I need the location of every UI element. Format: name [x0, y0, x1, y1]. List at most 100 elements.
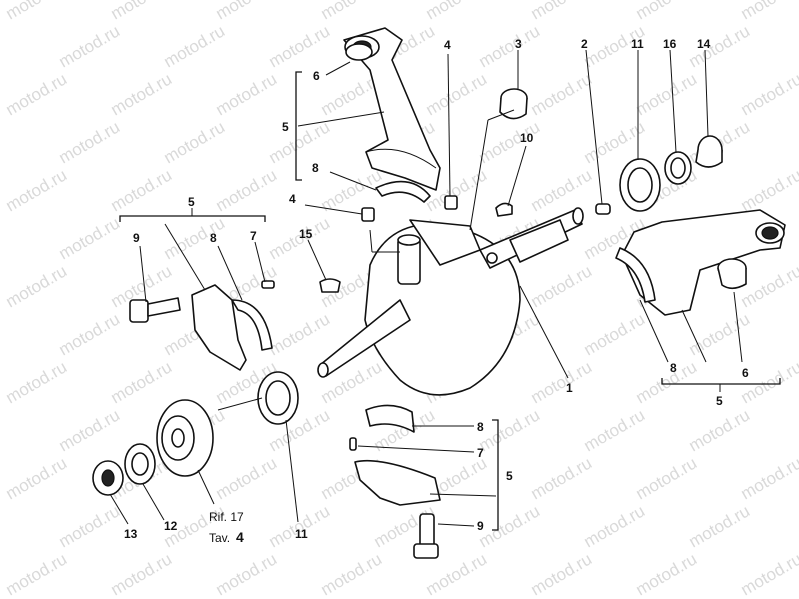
watermark-text: motod.ru — [686, 21, 754, 71]
sleeve-14 — [695, 135, 723, 168]
watermark-text: motod.ru — [423, 0, 491, 23]
watermark-text: motod.ru — [738, 69, 799, 119]
bearing-shell-8-upper — [375, 180, 431, 203]
watermark-text: motod.ru — [476, 21, 544, 71]
watermark-text: motod.ru — [161, 117, 229, 167]
watermark-text: motod.ru — [528, 261, 596, 311]
small-end-bush-6-upper — [345, 43, 373, 61]
watermark-text: motod.ru — [3, 549, 71, 599]
bolt-9-lower — [413, 513, 439, 559]
watermark-text: motod.ru — [528, 165, 596, 215]
plug-16 — [319, 278, 341, 293]
watermark-text: motod.ru — [581, 309, 649, 359]
watermark-text: motod.ru — [633, 0, 701, 23]
watermark-text: motod.ru — [266, 21, 334, 71]
watermark-text: motod.ru — [213, 453, 281, 503]
watermark-text: motod.ru — [213, 549, 281, 599]
watermark-text: motod.ru — [56, 213, 124, 263]
bolt-9-left — [129, 297, 181, 323]
watermark-text: motod.ru — [161, 21, 229, 71]
watermark-text: motod.ru — [318, 0, 386, 23]
watermark-text: motod.ru — [108, 357, 176, 407]
watermark-text: motod.ru — [213, 165, 281, 215]
label-8-left: 8 — [210, 231, 217, 245]
watermark-text: motod.ru — [633, 453, 701, 503]
washer-12 — [124, 443, 156, 485]
label-7-lower: 7 — [477, 446, 484, 460]
bush-3 — [499, 88, 528, 120]
label-8-right: 8 — [670, 361, 677, 375]
watermark-text: motod.ru — [528, 453, 596, 503]
reference-rif: Rif. 17 — [209, 510, 244, 524]
watermark-text: motod.ru — [528, 0, 596, 23]
watermark-text: motod.ru — [161, 213, 229, 263]
label-8-lower: 8 — [477, 420, 484, 434]
label-5-left: 5 — [188, 195, 195, 209]
watermark-text: motod.ru — [738, 357, 799, 407]
label-4-top: 4 — [444, 38, 451, 52]
thrust-washer-11-right — [619, 158, 661, 212]
reference-tav-number: 4 — [236, 529, 244, 545]
watermark-text: motod.ru — [56, 117, 124, 167]
watermark-text: motod.ru — [108, 69, 176, 119]
watermark-text: motod.ru — [633, 357, 701, 407]
watermark-text: motod.ru — [108, 549, 176, 599]
watermark-text: motod.ru — [56, 405, 124, 455]
watermark-text: motod.ru — [476, 501, 544, 551]
rod-cap-lower — [354, 459, 441, 506]
small-end-bush-6-lower — [717, 258, 747, 290]
watermark-text: motod.ru — [3, 165, 71, 215]
watermark-text: motod.ru — [738, 549, 799, 599]
watermark-text: motod.ru — [738, 453, 799, 503]
watermark-text: motod.ru — [581, 405, 649, 455]
label-5-right: 5 — [716, 394, 723, 408]
label-14: 14 — [697, 37, 711, 51]
watermark-text: motod.ru — [56, 309, 124, 359]
label-10: 10 — [520, 131, 534, 145]
nut-13 — [92, 460, 124, 496]
label-9-left: 9 — [133, 231, 140, 245]
watermark-text: motod.ru — [318, 549, 386, 599]
watermark-text: motod.ru — [528, 69, 596, 119]
watermark-text: motod.ru — [686, 501, 754, 551]
label-3: 3 — [515, 37, 522, 51]
label-15: 16 — [663, 37, 677, 51]
watermark-text: motod.ru — [3, 261, 71, 311]
watermark-text: motod.ru — [266, 309, 334, 359]
label-11-right: 11 — [631, 37, 644, 51]
connecting-rod-lower-right — [621, 209, 786, 316]
bearing-shell-8-right — [615, 247, 656, 303]
reference-tav-prefix: Tav. — [209, 531, 230, 545]
watermark-text: motod.ru — [423, 69, 491, 119]
watermark-text: motod.ru — [581, 501, 649, 551]
plug-10 — [495, 202, 513, 217]
watermark-text: motod.ru — [213, 69, 281, 119]
watermark-text: motod.ru — [738, 0, 799, 23]
label-6-upper: 6 — [313, 69, 320, 83]
label-2: 2 — [581, 37, 588, 51]
part-labels: 6 5 8 4 3 10 2 11 16 14 4 15 5 9 8 7 1 8… — [124, 37, 749, 545]
pin-7-lower — [349, 437, 357, 451]
label-5-lower: 5 — [506, 469, 513, 483]
watermark-text: motod.ru — [633, 69, 701, 119]
watermark-text: motod.ru — [3, 0, 71, 23]
label-6-right: 6 — [742, 366, 749, 380]
label-13: 13 — [124, 527, 138, 541]
watermark-text: motod.ru — [633, 549, 701, 599]
crankshaft — [317, 207, 584, 396]
ring-15 — [664, 151, 692, 185]
label-4-left: 4 — [289, 192, 296, 206]
watermark-text: motod.ru — [686, 309, 754, 359]
watermark-text: motod.ru — [56, 21, 124, 71]
timing-gear-rif-17 — [156, 399, 214, 477]
watermark-text: motod.ru — [213, 0, 281, 23]
watermark-text: motod.ru — [266, 117, 334, 167]
watermark-text: motod.ru — [3, 453, 71, 503]
thrust-washer-11-left — [257, 371, 299, 425]
watermark-text: motod.ru — [476, 405, 544, 455]
watermark-text: motod.ru — [108, 0, 176, 23]
bearing-shell-8-left — [231, 299, 273, 351]
leader-lines — [109, 49, 781, 531]
rod-cap-left — [191, 284, 247, 371]
